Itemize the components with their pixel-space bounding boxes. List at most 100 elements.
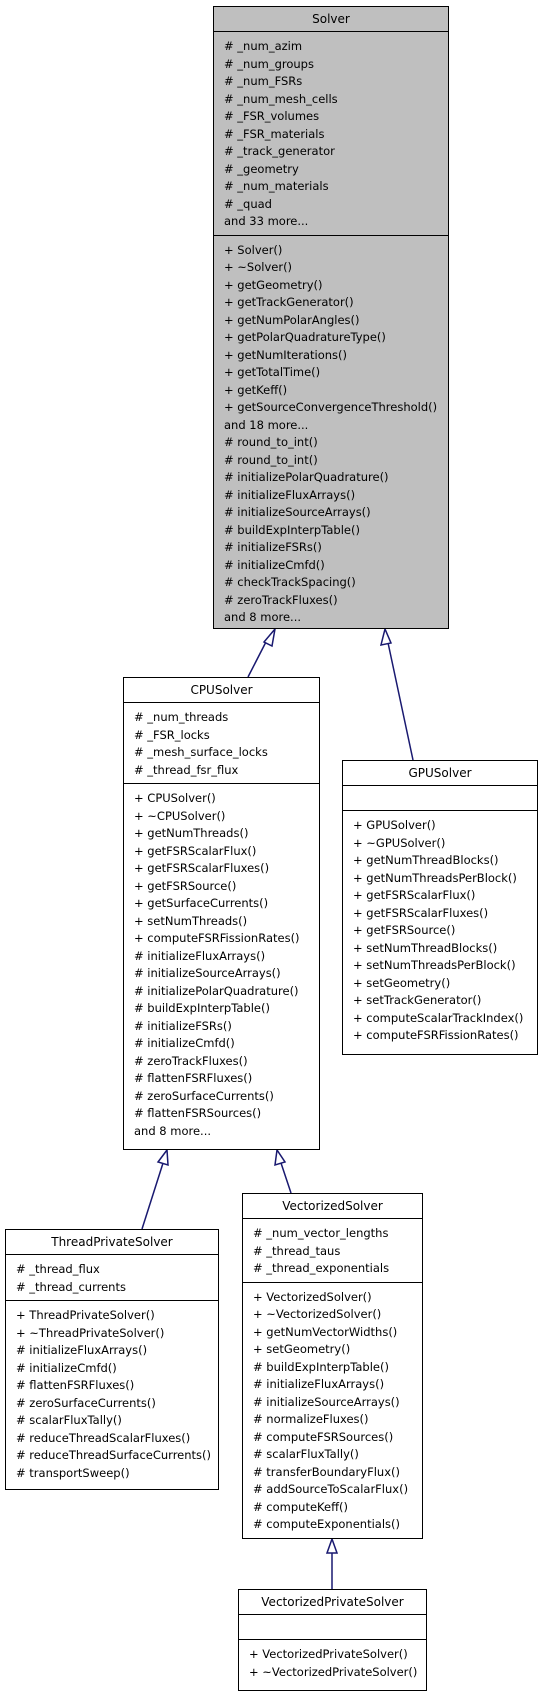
method-item[interactable]: + ~VectorizedPrivateSolver() xyxy=(249,1664,418,1679)
method-item[interactable]: # buildExpInterpTable() xyxy=(253,1359,389,1374)
method-item[interactable]: + getNumPolarAngles() xyxy=(224,312,360,327)
attribute-item[interactable]: and 33 more... xyxy=(224,214,309,228)
method-item[interactable]: + GPUSolver() xyxy=(353,818,436,832)
method-item[interactable]: + ~VectorizedSolver() xyxy=(253,1307,382,1321)
method-item[interactable]: + getNumThreads() xyxy=(134,826,249,840)
method-item[interactable]: + getSourceConvergenceThreshold() xyxy=(224,400,438,414)
method-item[interactable]: and 8 more... xyxy=(224,610,302,624)
method-item[interactable]: + getPolarQuadratureType() xyxy=(224,330,386,344)
method-item[interactable]: + ~CPUSolver() xyxy=(134,808,226,823)
method-item[interactable]: + getTrackGenerator() xyxy=(224,295,354,309)
attribute-item[interactable]: # _num_groups xyxy=(224,56,314,71)
class-box-cpusolver[interactable]: CPUSolver # _num_threads# _FSR_locks# _m… xyxy=(123,677,320,1150)
method-item[interactable]: # buildExpInterpTable() xyxy=(134,1001,270,1015)
method-item[interactable]: + ~Solver() xyxy=(224,260,293,274)
method-item[interactable]: # initializeSourceArrays() xyxy=(224,505,371,519)
attribute-item[interactable]: # _num_mesh_cells xyxy=(224,91,338,106)
attribute-item[interactable]: # _num_vector_lengths xyxy=(253,1226,389,1240)
method-item[interactable]: + getFSRSource() xyxy=(134,878,237,893)
class-box-threadprivatesolver[interactable]: ThreadPrivateSolver # _thread_flux# _thr… xyxy=(5,1229,219,1490)
method-item[interactable]: + setGeometry() xyxy=(253,1342,351,1356)
attribute-item[interactable]: # _thread_currents xyxy=(16,1279,126,1294)
method-item[interactable]: # flattenFSRSources() xyxy=(134,1106,262,1120)
method-item[interactable]: and 8 more... xyxy=(134,1123,212,1138)
method-item[interactable]: # zeroSurfaceCurrents() xyxy=(134,1088,274,1103)
attribute-item[interactable]: # _FSR_volumes xyxy=(224,109,320,123)
class-box-vectorizedprivatesolver[interactable]: VectorizedPrivateSolver + VectorizedPriv… xyxy=(238,1589,427,1691)
method-item[interactable]: # flattenFSRFluxes() xyxy=(134,1071,253,1085)
method-item[interactable]: + getGeometry() xyxy=(224,277,323,292)
method-item[interactable]: # reduceThreadScalarFluxes() xyxy=(16,1430,191,1445)
method-item[interactable]: + VectorizedSolver() xyxy=(253,1289,372,1304)
method-item[interactable]: # initializePolarQuadrature() xyxy=(224,470,389,484)
method-item[interactable]: # initializeFluxArrays() xyxy=(253,1377,385,1391)
method-item[interactable]: + getKeff() xyxy=(224,382,288,397)
method-item[interactable]: + setGeometry() xyxy=(353,975,451,990)
method-item[interactable]: # zeroTrackFluxes() xyxy=(134,1053,248,1068)
attribute-item[interactable]: # _mesh_surface_locks xyxy=(134,745,268,759)
attribute-item[interactable]: # _num_materials xyxy=(224,179,329,193)
attribute-item[interactable]: # _num_threads xyxy=(134,710,229,724)
method-item[interactable]: # initializeCmfd() xyxy=(134,1036,235,1050)
method-item[interactable]: + getNumVectorWidths() xyxy=(253,1324,398,1339)
attribute-item[interactable]: # _quad xyxy=(224,196,272,211)
attribute-item[interactable]: # _thread_flux xyxy=(16,1262,100,1276)
method-item[interactable]: and 18 more... xyxy=(224,417,309,432)
method-item[interactable]: + getFSRScalarFlux() xyxy=(134,843,257,858)
method-item[interactable]: + computeFSRFissionRates() xyxy=(353,1028,519,1042)
method-item[interactable]: # flattenFSRFluxes() xyxy=(16,1378,135,1392)
method-item[interactable]: # computeExponentials() xyxy=(253,1517,400,1531)
method-item[interactable]: # round_to_int() xyxy=(224,452,318,467)
method-item[interactable]: # checkTrackSpacing() xyxy=(224,575,356,589)
method-item[interactable]: + ThreadPrivateSolver() xyxy=(16,1308,155,1322)
method-item[interactable]: + computeFSRFissionRates() xyxy=(134,931,300,945)
method-item[interactable]: # initializeFSRs() xyxy=(224,540,322,554)
method-item[interactable]: + VectorizedPrivateSolver() xyxy=(249,1647,408,1661)
method-item[interactable]: + CPUSolver() xyxy=(134,791,216,805)
method-item[interactable]: # computeFSRSources() xyxy=(253,1429,394,1444)
method-item[interactable]: + getTotalTime() xyxy=(224,365,321,379)
attribute-item[interactable]: # _thread_fsr_flux xyxy=(134,762,239,777)
method-item[interactable]: # normalizeFluxes() xyxy=(253,1412,369,1426)
method-item[interactable]: + setNumThreads() xyxy=(134,913,248,928)
method-item[interactable]: + getFSRScalarFluxes() xyxy=(353,905,489,920)
attribute-item[interactable]: # _num_azim xyxy=(224,39,303,53)
method-item[interactable]: # reduceThreadSurfaceCurrents() xyxy=(16,1448,212,1462)
method-item[interactable]: # initializeCmfd() xyxy=(224,557,325,572)
method-item[interactable]: # zeroSurfaceCurrents() xyxy=(16,1395,156,1410)
attribute-item[interactable]: # _track_generator xyxy=(224,144,335,158)
method-item[interactable]: + setNumThreadBlocks() xyxy=(353,940,498,955)
method-item[interactable]: + ~GPUSolver() xyxy=(353,835,446,850)
class-box-solver[interactable]: Solver # _num_azim# _num_groups# _num_FS… xyxy=(213,6,449,629)
method-item[interactable]: # addSourceToScalarFlux() xyxy=(253,1482,409,1496)
method-item[interactable]: # initializePolarQuadrature() xyxy=(134,983,299,998)
method-item[interactable]: # round_to_int() xyxy=(224,435,318,449)
attribute-item[interactable]: # _FSR_materials xyxy=(224,126,325,141)
method-item[interactable]: + getNumThreadsPerBlock() xyxy=(353,870,517,885)
method-item[interactable]: + getFSRScalarFlux() xyxy=(353,888,476,902)
method-item[interactable]: + getFSRSource() xyxy=(353,923,456,937)
class-box-gpusolver[interactable]: GPUSolver + GPUSolver()+ ~GPUSolver()+ g… xyxy=(342,760,538,1055)
method-item[interactable]: + getNumThreadBlocks() xyxy=(353,853,499,867)
attribute-item[interactable]: # _thread_taus xyxy=(253,1243,341,1258)
method-item[interactable]: # computeKeff() xyxy=(253,1499,348,1514)
method-item[interactable]: + getNumIterations() xyxy=(224,347,348,362)
attribute-item[interactable]: # _FSR_locks xyxy=(134,727,210,742)
method-item[interactable]: + ~ThreadPrivateSolver() xyxy=(16,1325,165,1340)
method-item[interactable]: + getSurfaceCurrents() xyxy=(134,896,269,910)
method-item[interactable]: # initializeFSRs() xyxy=(134,1018,232,1033)
method-item[interactable]: # initializeFluxArrays() xyxy=(224,487,356,502)
class-box-vectorizedsolver[interactable]: VectorizedSolver # _num_vector_lengths# … xyxy=(242,1193,423,1539)
method-item[interactable]: # initializeSourceArrays() xyxy=(253,1394,400,1409)
method-item[interactable]: + setNumThreadsPerBlock() xyxy=(353,958,516,972)
method-item[interactable]: + getFSRScalarFluxes() xyxy=(134,861,270,875)
method-item[interactable]: + Solver() xyxy=(224,242,283,257)
attribute-item[interactable]: # _thread_exponentials xyxy=(253,1261,390,1275)
method-item[interactable]: # buildExpInterpTable() xyxy=(224,522,360,537)
method-item[interactable]: # transportSweep() xyxy=(16,1465,130,1480)
method-item[interactable]: + setTrackGenerator() xyxy=(353,993,482,1007)
attribute-item[interactable]: # _geometry xyxy=(224,161,299,176)
method-item[interactable]: # initializeFluxArrays() xyxy=(134,948,266,963)
method-item[interactable]: # scalarFluxTally() xyxy=(16,1413,122,1427)
method-item[interactable]: # initializeFluxArrays() xyxy=(16,1343,148,1357)
